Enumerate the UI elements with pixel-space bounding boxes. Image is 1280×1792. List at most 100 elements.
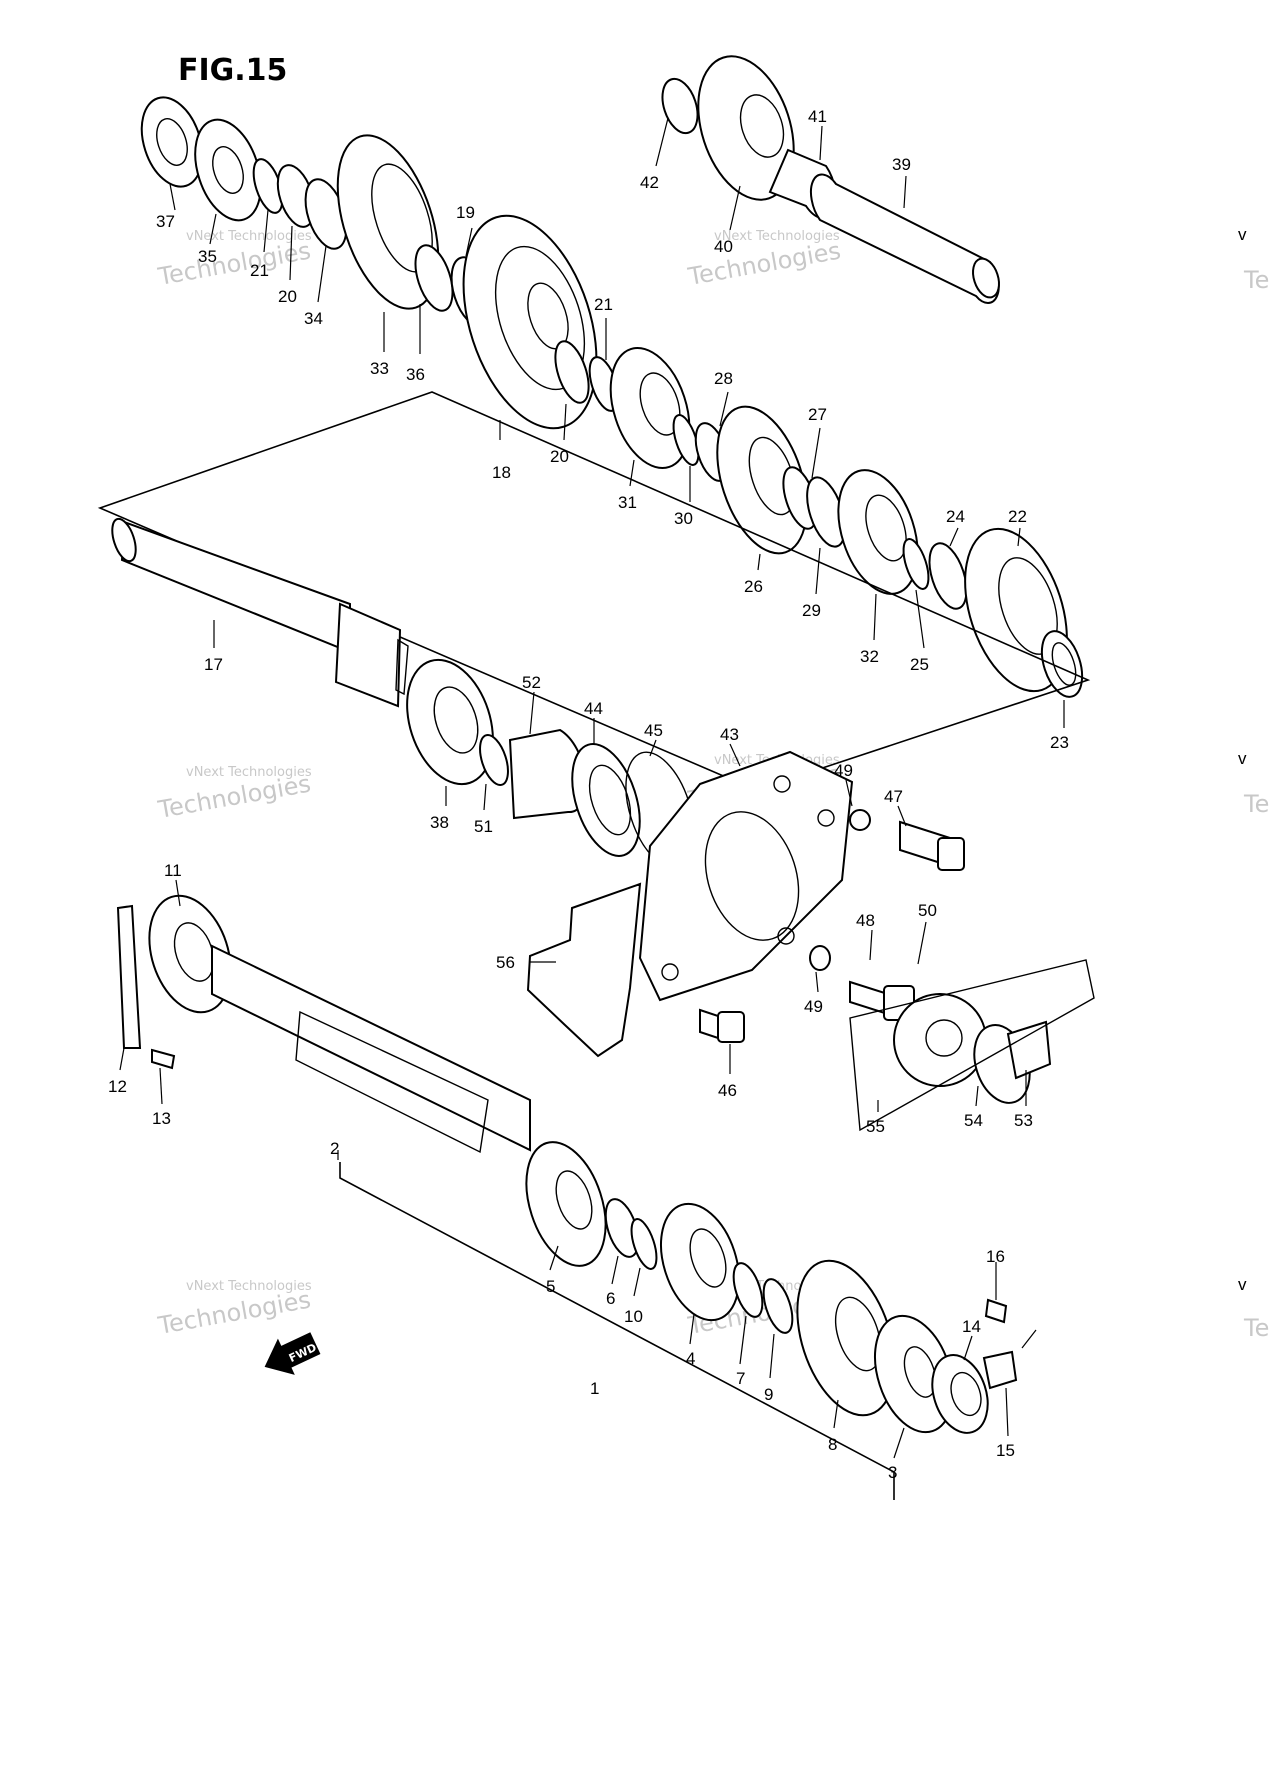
- callout-18: 18: [492, 463, 511, 482]
- washer-part: [849, 809, 871, 831]
- callout-41: 41: [808, 107, 827, 126]
- callout-14: 14: [962, 1317, 981, 1336]
- callout-7: 7: [736, 1369, 745, 1388]
- callout-34: 34: [304, 309, 323, 328]
- watermark-text: vNext Technologies: [186, 1279, 312, 1294]
- callout-27: 27: [808, 405, 827, 424]
- callout-33: 33: [370, 359, 389, 378]
- callout-40: 40: [714, 237, 733, 256]
- washer-part: [414, 244, 454, 312]
- callout-47: 47: [884, 787, 903, 806]
- callout-30: 30: [674, 509, 693, 528]
- callout-32: 32: [860, 647, 879, 666]
- watermark-text: vNext Technologies: [714, 229, 840, 244]
- callout-43: 43: [720, 725, 739, 744]
- circlip-part: [630, 1218, 658, 1270]
- watermark-edge: Te: [1243, 1314, 1269, 1342]
- callouts: 37 35 21 20 34 33 36 19 18 20 21 31 30 2…: [108, 107, 1069, 1482]
- callout-24: 24: [946, 507, 965, 526]
- washer-part: [928, 542, 968, 610]
- callout-9: 9: [764, 1385, 773, 1404]
- washer-part: [732, 1262, 764, 1318]
- callout-6: 6: [606, 1289, 615, 1308]
- watermark-text: vNext Technologies: [186, 229, 312, 244]
- gear-part: [660, 1202, 740, 1322]
- callout-28: 28: [714, 369, 733, 388]
- callout-23: 23: [1050, 733, 1069, 752]
- callout-55: 55: [866, 1117, 885, 1136]
- drive-chain-part: [849, 959, 1095, 1132]
- callout-17: 17: [204, 655, 223, 674]
- watermark-edge: v: [1238, 1275, 1247, 1294]
- gear-part: [336, 134, 440, 310]
- watermark-edge: v: [1238, 225, 1247, 244]
- assembly-bracket: [339, 1162, 895, 1500]
- oil-seal-part: [571, 743, 641, 857]
- bolt-part: [984, 1298, 1008, 1324]
- callout-10: 10: [624, 1307, 643, 1326]
- callout-38: 38: [430, 813, 449, 832]
- bearing-retainer: [638, 750, 854, 1002]
- callout-26: 26: [744, 577, 763, 596]
- callout-39: 39: [892, 155, 911, 174]
- callout-45: 45: [644, 721, 663, 740]
- callout-4: 4: [686, 1349, 695, 1368]
- mainshaft-gear-train: [116, 894, 1018, 1434]
- callout-48: 48: [856, 911, 875, 930]
- watermark-edge: Te: [1243, 266, 1269, 294]
- retainer-part: [982, 1350, 1018, 1390]
- plate-part: [116, 904, 142, 1049]
- bearing-and-seal-group: [406, 658, 695, 869]
- gear-part: [525, 1141, 607, 1267]
- callout-22: 22: [1008, 507, 1027, 526]
- gear-part: [609, 346, 691, 470]
- sprocket-part: [893, 993, 987, 1087]
- callout-13: 13: [152, 1109, 171, 1128]
- callout-11: 11: [164, 861, 182, 880]
- callout-3: 3: [888, 1463, 897, 1482]
- drive-sprocket-group: [849, 959, 1095, 1132]
- callout-15: 15: [996, 1441, 1015, 1460]
- callout-20: 20: [550, 447, 569, 466]
- callout-49: 49: [804, 997, 823, 1016]
- leader-lines: [119, 117, 1065, 1459]
- assembly-bracket: [97, 391, 1091, 791]
- callout-21: 21: [250, 261, 269, 280]
- gear-part: [837, 469, 919, 595]
- chain-guide-part: [526, 882, 642, 1058]
- callout-44: 44: [584, 699, 603, 718]
- gear-part: [716, 405, 808, 555]
- countershaft-gear-train: [140, 96, 1084, 698]
- callout-25: 25: [910, 655, 929, 674]
- callout-35: 35: [198, 247, 217, 266]
- countershaft: [111, 517, 409, 708]
- bearing-part: [931, 1354, 989, 1434]
- arrow-icon: [264, 1332, 321, 1375]
- callout-46: 46: [718, 1081, 737, 1100]
- callout-8: 8: [828, 1435, 837, 1454]
- watermark-edge: v: [1238, 749, 1247, 768]
- callout-37: 37: [156, 212, 175, 231]
- callout-19: 19: [456, 203, 475, 222]
- washer-part: [661, 77, 699, 135]
- bushing-part: [1040, 630, 1084, 698]
- washer-part: [809, 945, 831, 971]
- callout-36: 36: [406, 365, 425, 384]
- mainshaft-part: [211, 944, 531, 1152]
- washer-part: [554, 340, 590, 404]
- callout-21: 21: [594, 295, 613, 314]
- circlip-part: [902, 538, 930, 590]
- forward-arrow: FWD: [264, 1332, 321, 1375]
- callout-42: 42: [640, 173, 659, 192]
- callout-31: 31: [618, 493, 637, 512]
- callout-20: 20: [278, 287, 297, 306]
- callout-5: 5: [546, 1277, 555, 1296]
- callout-29: 29: [802, 601, 821, 620]
- callout-12: 12: [108, 1077, 127, 1096]
- watermark-text: vNext Technologies: [186, 765, 312, 780]
- screw-part: [151, 1048, 176, 1070]
- callout-16: 16: [986, 1247, 1005, 1266]
- retainer-plate-part: [638, 750, 854, 1002]
- nut-part: [1006, 1020, 1052, 1080]
